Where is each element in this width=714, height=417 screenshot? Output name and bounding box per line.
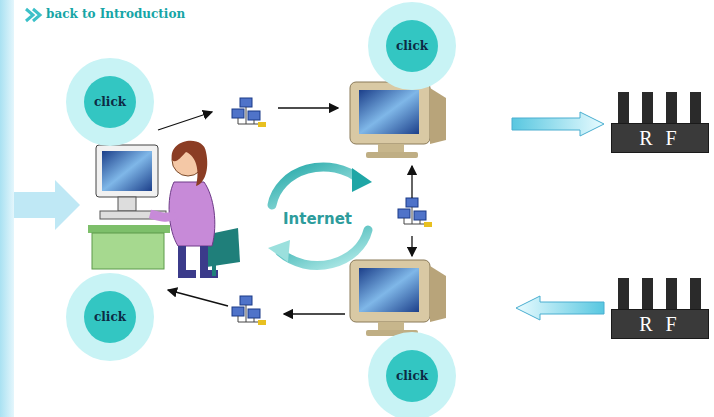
click-core: click bbox=[386, 20, 438, 72]
click-label: click bbox=[94, 95, 126, 109]
click-label: click bbox=[396, 39, 428, 53]
rf-label: R F bbox=[639, 127, 680, 150]
rf-module: R F bbox=[611, 309, 709, 339]
entry-arrow bbox=[14, 180, 80, 230]
click-button: click bbox=[368, 2, 456, 90]
pipe-arrow-in bbox=[516, 296, 604, 320]
back-chevron bbox=[26, 9, 40, 21]
click-core: click bbox=[84, 291, 136, 343]
internet-label: Internet bbox=[283, 210, 352, 228]
back-link: back to Introduction bbox=[46, 7, 185, 21]
link-arrows bbox=[158, 108, 412, 314]
side-bar bbox=[0, 0, 14, 417]
click-core: click bbox=[84, 76, 136, 128]
click-button: click bbox=[66, 273, 154, 361]
rf-label: R F bbox=[639, 313, 680, 336]
click-label: click bbox=[94, 310, 126, 324]
user-figure bbox=[88, 141, 240, 276]
click-button: click bbox=[368, 332, 456, 417]
pipe-arrow-out bbox=[512, 112, 604, 136]
click-button: click bbox=[66, 58, 154, 146]
click-core: click bbox=[386, 350, 438, 402]
click-label: click bbox=[396, 369, 428, 383]
rf-module: R F bbox=[611, 123, 709, 153]
